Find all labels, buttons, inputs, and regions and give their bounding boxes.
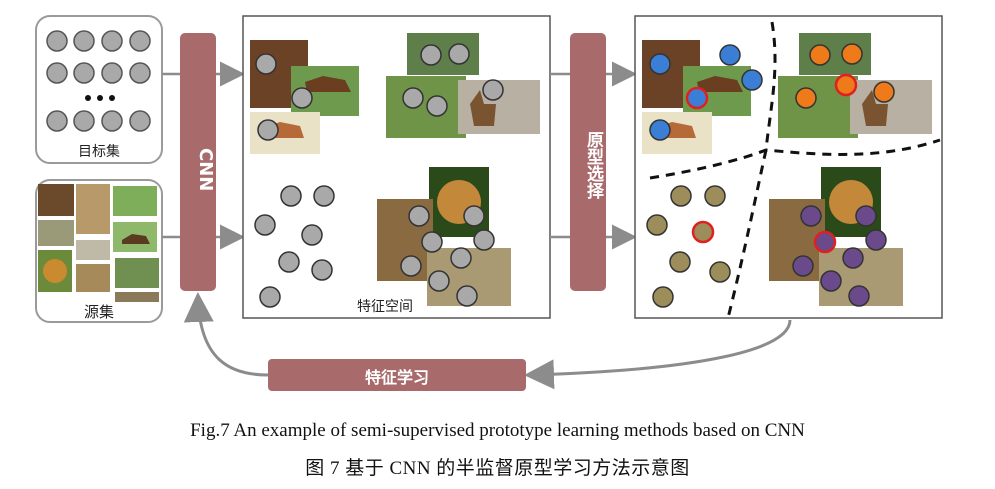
cluster-blue-points (649, 44, 763, 141)
feature-space-box (242, 15, 551, 319)
target-points (46, 30, 151, 132)
cluster-olive-points (646, 185, 731, 308)
cluster-purple-points (792, 205, 887, 307)
prototype-orange (834, 73, 858, 97)
target-set-label: 目标集 (78, 144, 120, 160)
lion-photo-icon (38, 250, 159, 302)
feature-learning-module (268, 359, 526, 391)
source-set-label: 源集 (83, 303, 114, 321)
source-set-box (35, 179, 163, 323)
cnn-label: CNN (195, 148, 216, 192)
ellipsis-dots (85, 95, 115, 101)
caption-english: Fig.7 An example of semi-supervised prot… (190, 420, 805, 441)
caption-chinese: 图 7 基于 CNN 的半监督原型学习方法示意图 (305, 458, 690, 479)
prototype-selection-module (570, 33, 606, 291)
feedback-arrows (183, 292, 792, 390)
feature-points (254, 43, 504, 308)
deer-photo-icon (38, 184, 159, 288)
horse-photo-icon (250, 40, 359, 154)
prototype-purple (813, 230, 837, 254)
cluster-orange-points (795, 43, 895, 109)
feature-learning-label: 特征学习 (364, 368, 429, 387)
prototype-blue (685, 86, 709, 110)
prototype-selection-label: 原型选择 (583, 131, 603, 199)
target-set-box (35, 15, 163, 164)
prototype-olive (691, 220, 715, 244)
cluster-boundaries (649, 21, 941, 319)
clustered-space-box (634, 15, 943, 319)
deer-photo-icon (386, 33, 540, 138)
horse-photo-icon (38, 184, 157, 252)
diagram (35, 15, 943, 391)
feature-space-label: 特征空间 (357, 299, 413, 315)
cnn-module (180, 33, 216, 291)
